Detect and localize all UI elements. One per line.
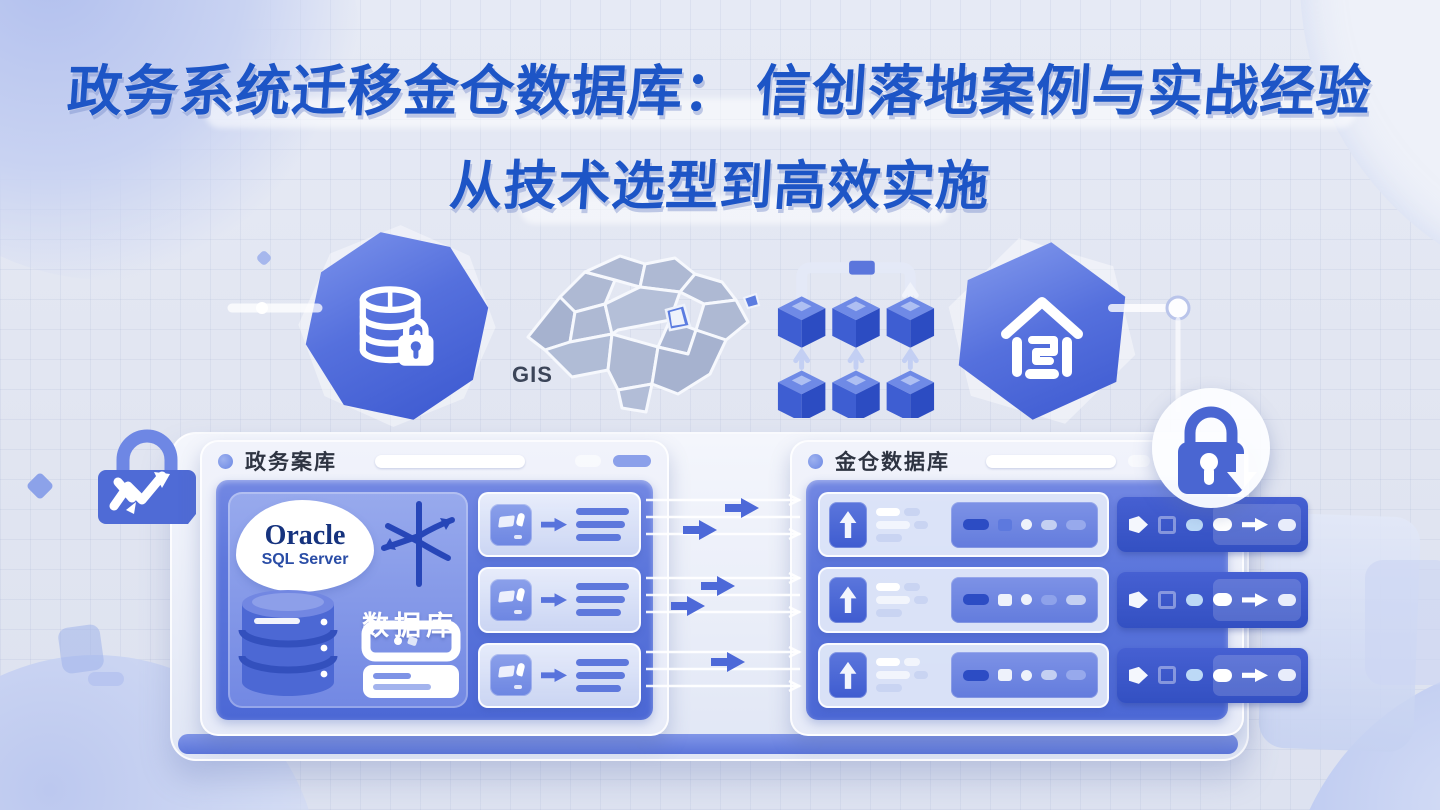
kingbase-row — [818, 492, 1308, 558]
document-arrow-icon — [490, 578, 532, 621]
diamond-shape — [1129, 666, 1148, 684]
pill-shape — [1278, 669, 1296, 682]
oracle-cloud-icon: Oracle SQL Server — [236, 500, 374, 592]
source-panel-header: 政务案库 — [202, 442, 667, 480]
gis-map-icon — [526, 254, 761, 414]
text-lines-placeholder — [576, 508, 629, 542]
trend-lock-illustration — [92, 418, 202, 534]
row-detail-card — [818, 567, 1109, 633]
text-lines-placeholder — [576, 658, 629, 692]
abstract-shape-left-small — [57, 623, 105, 675]
server-card-icon — [361, 620, 461, 698]
header-pill — [613, 455, 651, 467]
oracle-label: Oracle — [264, 520, 346, 552]
row-dot-block — [951, 501, 1098, 548]
abstract-shape-right-small — [1365, 560, 1440, 685]
arrow-right-icon — [541, 668, 567, 683]
pill-shape — [1213, 593, 1232, 607]
platform-front-edge — [178, 734, 1238, 754]
gis-label: GIS — [512, 362, 553, 387]
header-bar — [986, 454, 1116, 468]
legacy-database-zone: Oracle SQL Server 数据库 — [228, 492, 468, 708]
kingbase-row — [818, 642, 1308, 708]
source-panel-body: Oracle SQL Server 数据库 — [216, 480, 653, 720]
warehouse-hexagon-badge — [952, 238, 1132, 424]
row-pills — [876, 658, 942, 693]
upload-arrow-icon — [829, 501, 867, 548]
pill-shape — [1186, 518, 1203, 531]
panel-dot-icon — [218, 453, 233, 469]
trend-lock-icon — [98, 429, 196, 524]
cube-network-icon — [777, 260, 935, 422]
migration-card — [478, 642, 641, 708]
database-cylinder-icon — [238, 590, 338, 696]
pill-shape — [1278, 593, 1296, 606]
migration-item-stack — [478, 492, 641, 708]
network-junction-icon — [381, 501, 455, 587]
migration-card — [478, 492, 641, 558]
diamond-shape — [1129, 516, 1148, 534]
database-lock-icon — [359, 286, 434, 366]
arrow-right-icon — [541, 593, 567, 607]
upload-arrow-icon — [829, 576, 867, 623]
row-status-block — [1117, 647, 1308, 703]
kingbase-row — [818, 567, 1308, 633]
row-pills — [876, 582, 942, 617]
arrow-right-icon — [541, 517, 567, 532]
square-outline-shape — [1158, 666, 1176, 685]
abstract-pill-left-small — [88, 672, 124, 686]
page-title: 政务系统迁移金仓数据库： 信创落地案例与实战经验 — [65, 60, 1374, 122]
row-status-block — [1117, 572, 1308, 628]
square-outline-shape — [1158, 515, 1176, 534]
corner-blob-top-left — [0, 0, 360, 280]
warehouse-icon — [1001, 297, 1083, 379]
header-bar-faint — [1128, 455, 1150, 467]
row-status-block — [1117, 497, 1308, 553]
source-database-panel: 政务案库 Oracle SQL Server — [200, 440, 669, 736]
sql-server-label: SQL Server — [261, 551, 349, 569]
row-detail-card — [818, 492, 1109, 558]
subtitle-underlay-pill — [520, 196, 950, 224]
upload-arrow-icon — [829, 652, 867, 699]
database-lock-hexagon-badge — [308, 234, 486, 418]
kingbase-panel-body — [806, 480, 1308, 720]
source-panel-title: 政务案库 — [245, 451, 337, 474]
kingbase-panel-header: 金仓数据库 — [792, 442, 1242, 480]
row-dot-block — [951, 576, 1098, 623]
document-arrow-icon — [490, 503, 532, 546]
page-subtitle: 从技术选型到高效实施 — [447, 157, 992, 216]
title-underlay-pill — [205, 98, 1355, 128]
migration-card — [478, 567, 641, 633]
panel-dot-icon — [808, 453, 823, 469]
pill-shape — [1213, 668, 1232, 682]
pill-shape — [1186, 669, 1203, 682]
header-bar-faint — [575, 455, 601, 467]
row-dot-block — [951, 652, 1098, 699]
kingbase-panel-title: 金仓数据库 — [835, 451, 950, 474]
header-bar — [375, 454, 525, 468]
document-arrow-icon — [490, 654, 532, 697]
row-detail-card — [818, 642, 1109, 708]
padlock-download-icon — [1178, 406, 1257, 494]
square-outline-shape — [1158, 590, 1176, 609]
diamond-shape — [1129, 591, 1148, 609]
diamond-decoration-small — [255, 249, 273, 267]
pill-shape — [1213, 518, 1232, 532]
padlock-download-badge — [1152, 388, 1270, 508]
cube-network-illustration — [772, 240, 940, 422]
diamond-decoration — [25, 471, 55, 501]
text-lines-placeholder — [576, 583, 629, 617]
pill-shape — [1186, 593, 1203, 606]
row-pills — [876, 507, 942, 542]
gis-map-illustration — [500, 242, 765, 420]
pill-shape — [1278, 518, 1296, 531]
